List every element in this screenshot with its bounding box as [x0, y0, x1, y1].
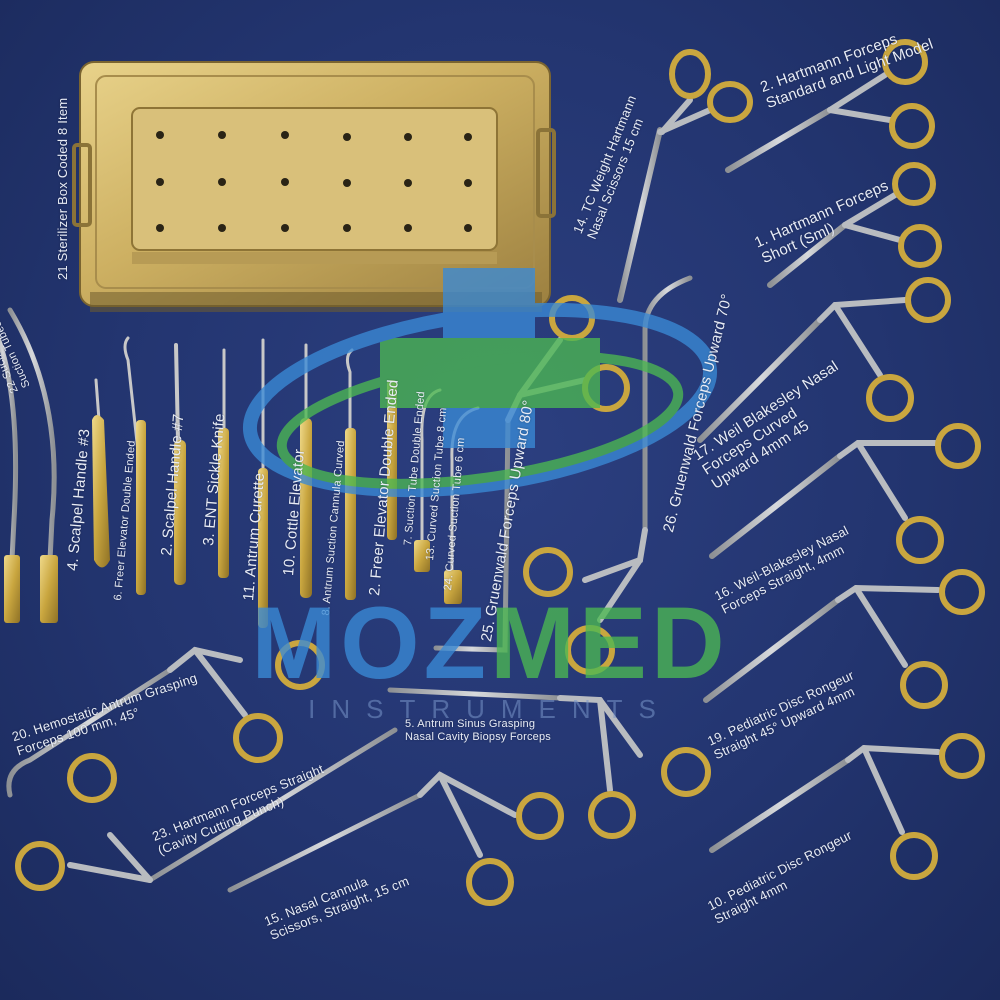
logo-word-med: MED	[489, 586, 729, 700]
mozmed-logo: MOZMED INSTRUMENTS	[145, 592, 835, 724]
logo-emblem	[242, 268, 718, 498]
forceps-group-right	[617, 39, 985, 880]
label-sterilizer-box: 21 Sterilizer Box Coded 8 Item	[55, 97, 70, 280]
suction-tubes-luer	[0, 307, 58, 623]
sterilizer-tray	[72, 61, 556, 312]
logo-tagline: INSTRUMENTS	[308, 694, 672, 724]
logo-word-moz: MOZ	[251, 586, 490, 700]
